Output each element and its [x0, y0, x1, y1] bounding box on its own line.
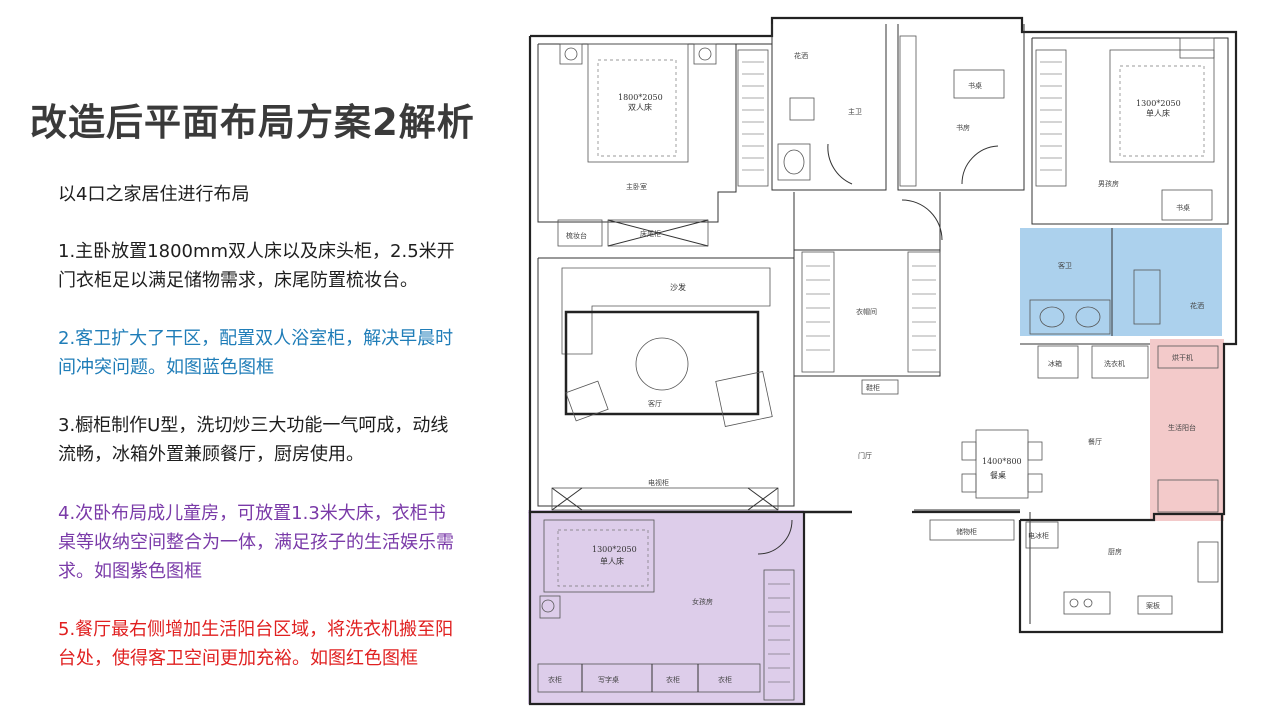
single-bed-1-size: 1300*2050 — [1136, 99, 1181, 108]
guest-bath-highlight — [1020, 228, 1222, 336]
dining-label: 餐厅 — [1088, 437, 1102, 446]
cutting-board-label: 案板 — [1146, 601, 1160, 610]
fridge-label: 冰箱 — [1048, 359, 1062, 368]
washer-label: 洗衣机 — [1104, 359, 1125, 368]
single-bed-2-type: 单人床 — [600, 556, 624, 566]
master-bedroom-label: 主卧室 — [626, 182, 647, 191]
balcony-label: 生活阳台 — [1168, 423, 1196, 432]
desk-1-label: 书桌 — [968, 81, 982, 90]
master-bed-size: 1800*2050 — [618, 93, 663, 102]
shoe-cabinet-label: 鞋柜 — [866, 383, 880, 392]
dining-area: 冰箱 洗衣机 烘干机 生活阳台 餐厅 1400*800 餐桌 — [961, 345, 1219, 513]
dresser-label: 梳妆台 — [566, 231, 587, 240]
bath-study: 花洒 主卫 书房 书桌 — [777, 51, 1005, 185]
guest-bath-label: 客卫 — [1058, 261, 1072, 270]
kitchen-label: 厨房 — [1108, 547, 1122, 556]
dryer-label: 烘干机 — [1172, 353, 1193, 362]
fridge-cabinet-label: 电冰柜 — [1028, 531, 1049, 540]
point-5-text: 5.餐厅最右侧增加生活阳台区域，将洗衣机搬至阳台处，使得客卫空间更加充裕。如图红… — [58, 619, 454, 669]
girls-room: 1300*2050 单人床 女孩房 写字桌 衣柜 衣柜 衣柜 — [537, 519, 793, 693]
storage-cabinet-label: 储物柜 — [956, 527, 977, 536]
girls-room-label: 女孩房 — [692, 597, 713, 606]
single-bed-1-type: 单人床 — [1146, 108, 1170, 118]
boys-room-label: 男孩房 — [1098, 179, 1119, 188]
shower-1-label: 花洒 — [794, 51, 808, 60]
master-bedroom: 1800*2050 双人床 主卧室 梳妆台 床尾柜 — [557, 43, 717, 247]
page-title: 改造后平面布局方案2解析 — [30, 101, 475, 144]
sofa-label: 沙发 — [670, 282, 686, 292]
wardrobes — [737, 35, 1067, 701]
point-4-text: 4.次卧布局成儿童房，可放置1.3米大床，衣柜书桌等收纳空间整合为一体，满足孩子… — [58, 503, 454, 582]
single-bed-2-size: 1300*2050 — [592, 545, 637, 554]
point-3-text: 3.橱柜制作U型，洗切炒三大功能一气呵成，动线流畅，冰箱外置兼顾餐厅，厨房使用。 — [58, 415, 449, 465]
walls — [528, 16, 1238, 706]
point-2-text: 2.客卫扩大了干区，配置双人浴室柜，解决早晨时间冲突问题。如图蓝色图框 — [58, 328, 454, 378]
bed-end-cabinet-label: 床尾柜 — [640, 229, 661, 238]
dining-table-type: 餐桌 — [990, 470, 1006, 480]
floor-plan: 1800*2050 双人床 主卧室 梳妆台 床尾柜 — [528, 16, 1238, 706]
writing-desk-label: 写字桌 — [598, 675, 619, 684]
balcony-highlight — [1150, 339, 1224, 521]
living-room-label: 客厅 — [648, 399, 662, 408]
dining-table-size: 1400*800 — [982, 457, 1022, 466]
point-1-text: 1.主卧放置1800mm双人床以及床头柜，2.5米开门衣柜足以满足储物需求，床尾… — [58, 241, 455, 291]
cloakroom: 衣帽间 鞋柜 门厅 — [856, 199, 943, 460]
guest-bath: 客卫 花洒 — [1029, 228, 1204, 336]
wardrobe-1-label: 衣柜 — [548, 675, 562, 684]
boys-room: 1300*2050 单人床 男孩房 书桌 — [1098, 37, 1215, 221]
kitchen: 储物柜 电冰柜 厨房 案板 — [929, 519, 1219, 615]
master-bath-label: 主卫 — [848, 107, 862, 116]
tv-cabinet-label: 电视柜 — [648, 478, 669, 487]
shower-2-label: 花洒 — [1190, 301, 1204, 310]
desk-2-label: 书桌 — [1176, 203, 1190, 212]
intro-text: 以4口之家居住进行布局 — [58, 184, 250, 205]
foyer-label: 门厅 — [858, 451, 872, 460]
kids-room-highlight — [528, 510, 804, 704]
master-bed-type: 双人床 — [628, 102, 652, 112]
wardrobe-3-label: 衣柜 — [718, 675, 732, 684]
study-label: 书房 — [956, 123, 970, 132]
living-room: 沙发 客厅 电视柜 — [551, 267, 779, 511]
wardrobe-2-label: 衣柜 — [666, 675, 680, 684]
cloakroom-label: 衣帽间 — [856, 307, 877, 316]
